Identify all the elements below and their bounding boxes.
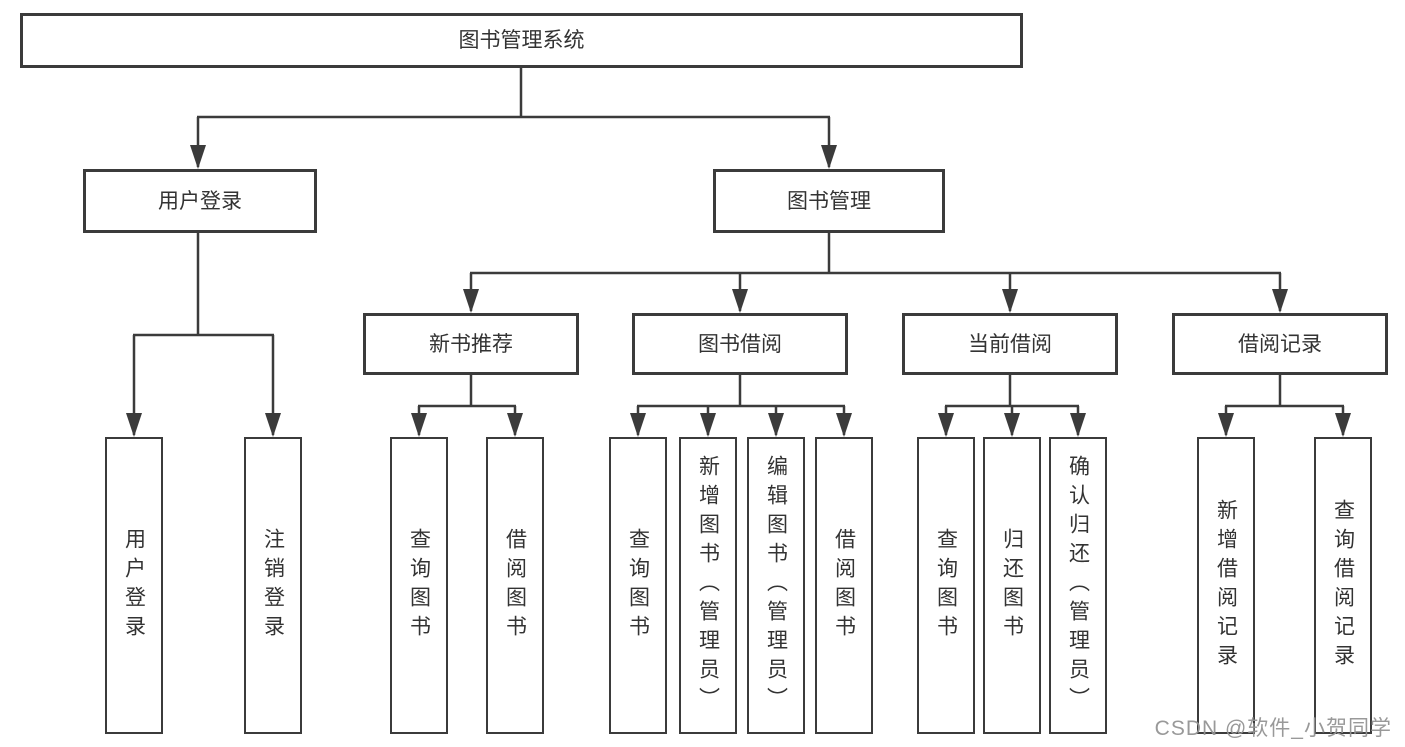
arrowheads xyxy=(126,145,1351,437)
leaf-query-books-borrow: 查询图书 xyxy=(609,437,667,734)
leaf-confirm-return-admin: 确认归还（管理员） xyxy=(1049,437,1107,734)
node-current-borrow: 当前借阅 xyxy=(902,313,1118,375)
node-book-management: 图书管理 xyxy=(713,169,945,233)
leaf-add-borrow-record: 新增借阅记录 xyxy=(1197,437,1255,734)
leaf-borrow-books: 借阅图书 xyxy=(815,437,873,734)
leaf-query-books-current: 查询图书 xyxy=(917,437,975,734)
node-book-borrow: 图书借阅 xyxy=(632,313,848,375)
leaf-user-login: 用户登录 xyxy=(105,437,163,734)
node-user-login: 用户登录 xyxy=(83,169,317,233)
node-borrow-records: 借阅记录 xyxy=(1172,313,1388,375)
leaf-query-books-recommend: 查询图书 xyxy=(390,437,448,734)
leaf-edit-books-admin: 编辑图书（管理员） xyxy=(747,437,805,734)
leaf-borrow-books-recommend: 借阅图书 xyxy=(486,437,544,734)
node-new-book-recommend: 新书推荐 xyxy=(363,313,579,375)
leaf-logout: 注销登录 xyxy=(244,437,302,734)
leaf-return-books: 归还图书 xyxy=(983,437,1041,734)
node-library-system: 图书管理系统 xyxy=(20,13,1023,68)
csdn-watermark: CSDN @软件_小贺同学 xyxy=(1154,717,1392,740)
connector-group xyxy=(132,68,1345,435)
leaf-add-books-admin: 新增图书（管理员） xyxy=(679,437,737,734)
leaf-query-borrow-record: 查询借阅记录 xyxy=(1314,437,1372,734)
